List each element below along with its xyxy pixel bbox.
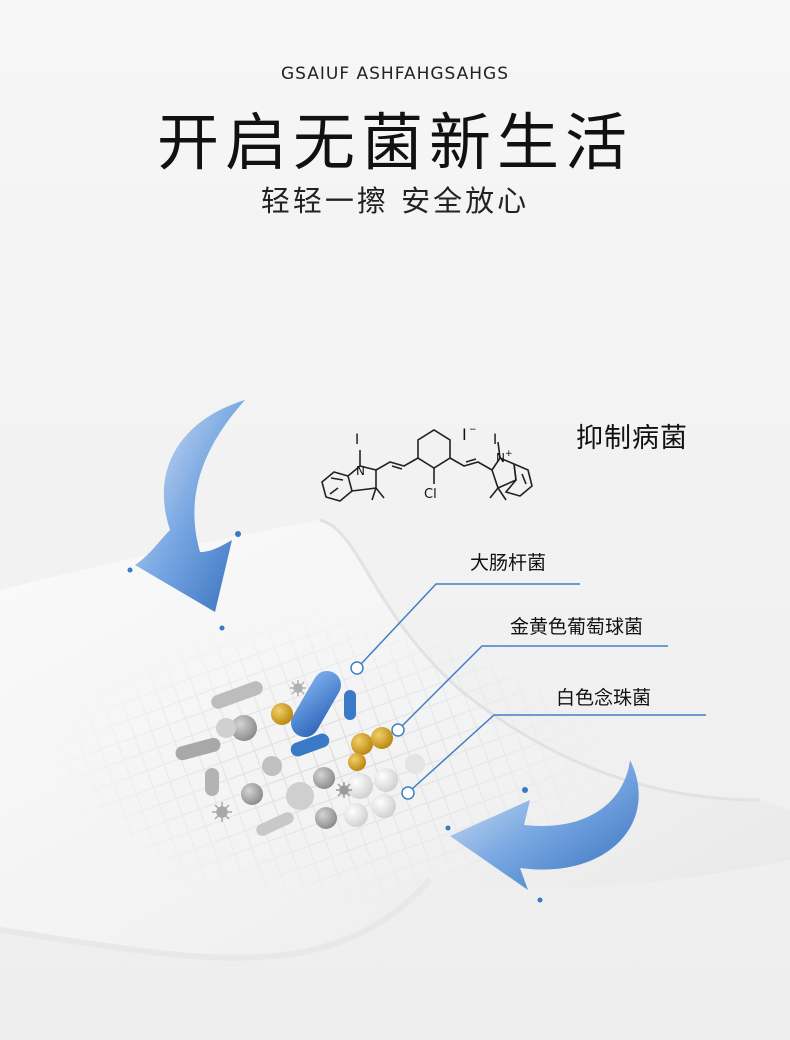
chemical-labels: I N Cl I − I N + (355, 425, 513, 502)
iodide-charge: − (469, 425, 477, 435)
nitrogen-label-left: N (356, 464, 365, 478)
english-subtitle: GSAIUF ASHFAHGSAHGS (280, 64, 510, 84)
nitrogen-label-right: N (496, 451, 505, 465)
callout-lines (350, 583, 706, 800)
e-coli-label: 大肠杆菌 (470, 552, 547, 574)
bacteria-cluster (175, 670, 425, 836)
chlorine-label: Cl (424, 487, 437, 502)
chemical-structure (321, 429, 533, 502)
tagline: 轻轻一擦 安全放心 (260, 184, 530, 218)
virus-icon (212, 802, 232, 822)
blue-swoosh-arrow-icon (445, 760, 639, 903)
iodide-label: I (462, 425, 467, 444)
nitrogen-charge: + (505, 449, 513, 459)
virus-icon (336, 782, 352, 798)
methyl-label-left: I (355, 432, 359, 448)
inhibit-bacteria-label: 抑制病菌 (576, 423, 688, 454)
methyl-label-right: I (493, 432, 497, 448)
candida-label: 白色念珠菌 (556, 687, 652, 709)
page-title: 开启无菌新生活 (156, 106, 633, 179)
staphylococcus-label: 金黄色葡萄球菌 (510, 616, 644, 638)
virus-icon (290, 680, 306, 696)
blue-swoosh-arrow-icon (127, 400, 245, 631)
